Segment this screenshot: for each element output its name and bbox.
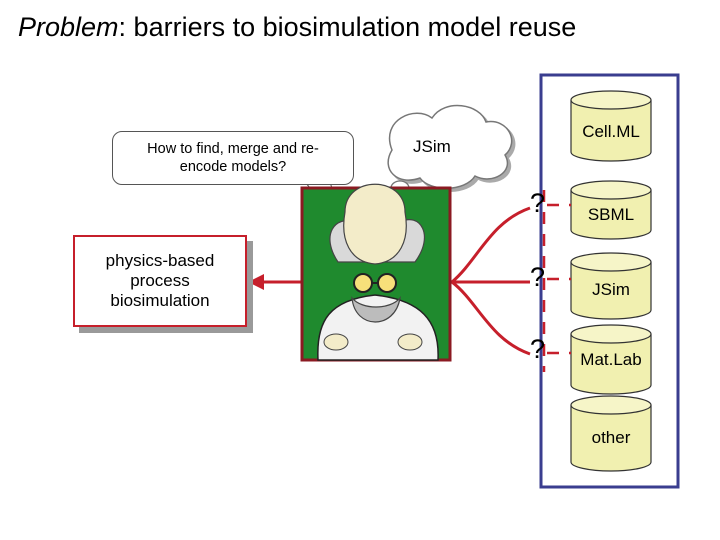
database-label-other: other — [591, 428, 631, 447]
question-mark-3: ? — [530, 334, 546, 364]
scientist-portrait-icon — [300, 183, 452, 362]
database-panel — [539, 73, 680, 489]
speech-bubble: How to find, merge and re- encode models… — [112, 131, 354, 185]
title-rest: : barriers to biosimulation model reuse — [118, 12, 577, 42]
database-cylinder-other — [570, 395, 652, 472]
database-label-jsim: JSim — [592, 280, 630, 299]
process-box-line-2: process — [130, 271, 190, 290]
process-box-line-1: physics-based — [105, 251, 215, 270]
speech-bubble-line-1: How to find, merge and re- — [147, 141, 319, 157]
database-label-sbml: SBML — [587, 205, 635, 224]
dashed-connectors — [542, 190, 571, 372]
question-mark-2: ? — [530, 262, 546, 292]
database-cylinder-cellml — [570, 90, 652, 162]
process-box: physics-based process biosimulation — [73, 235, 247, 327]
database-label-matlab: Mat.Lab — [580, 350, 642, 369]
question-mark-1: ? — [530, 188, 546, 218]
thought-cloud-label: JSim — [413, 137, 451, 156]
database-label-cellml: Cell.ML — [582, 122, 640, 141]
process-box-line-3: biosimulation — [110, 291, 210, 310]
database-cylinder-matlab — [570, 324, 652, 395]
database-cylinder-sbml — [570, 180, 652, 240]
database-cylinder-jsim — [570, 252, 652, 320]
speech-bubble-line-2: encode models? — [179, 159, 287, 175]
title-emphasis: Problem — [18, 12, 119, 42]
page-title: Problem: barriers to biosimulation model… — [18, 12, 576, 43]
